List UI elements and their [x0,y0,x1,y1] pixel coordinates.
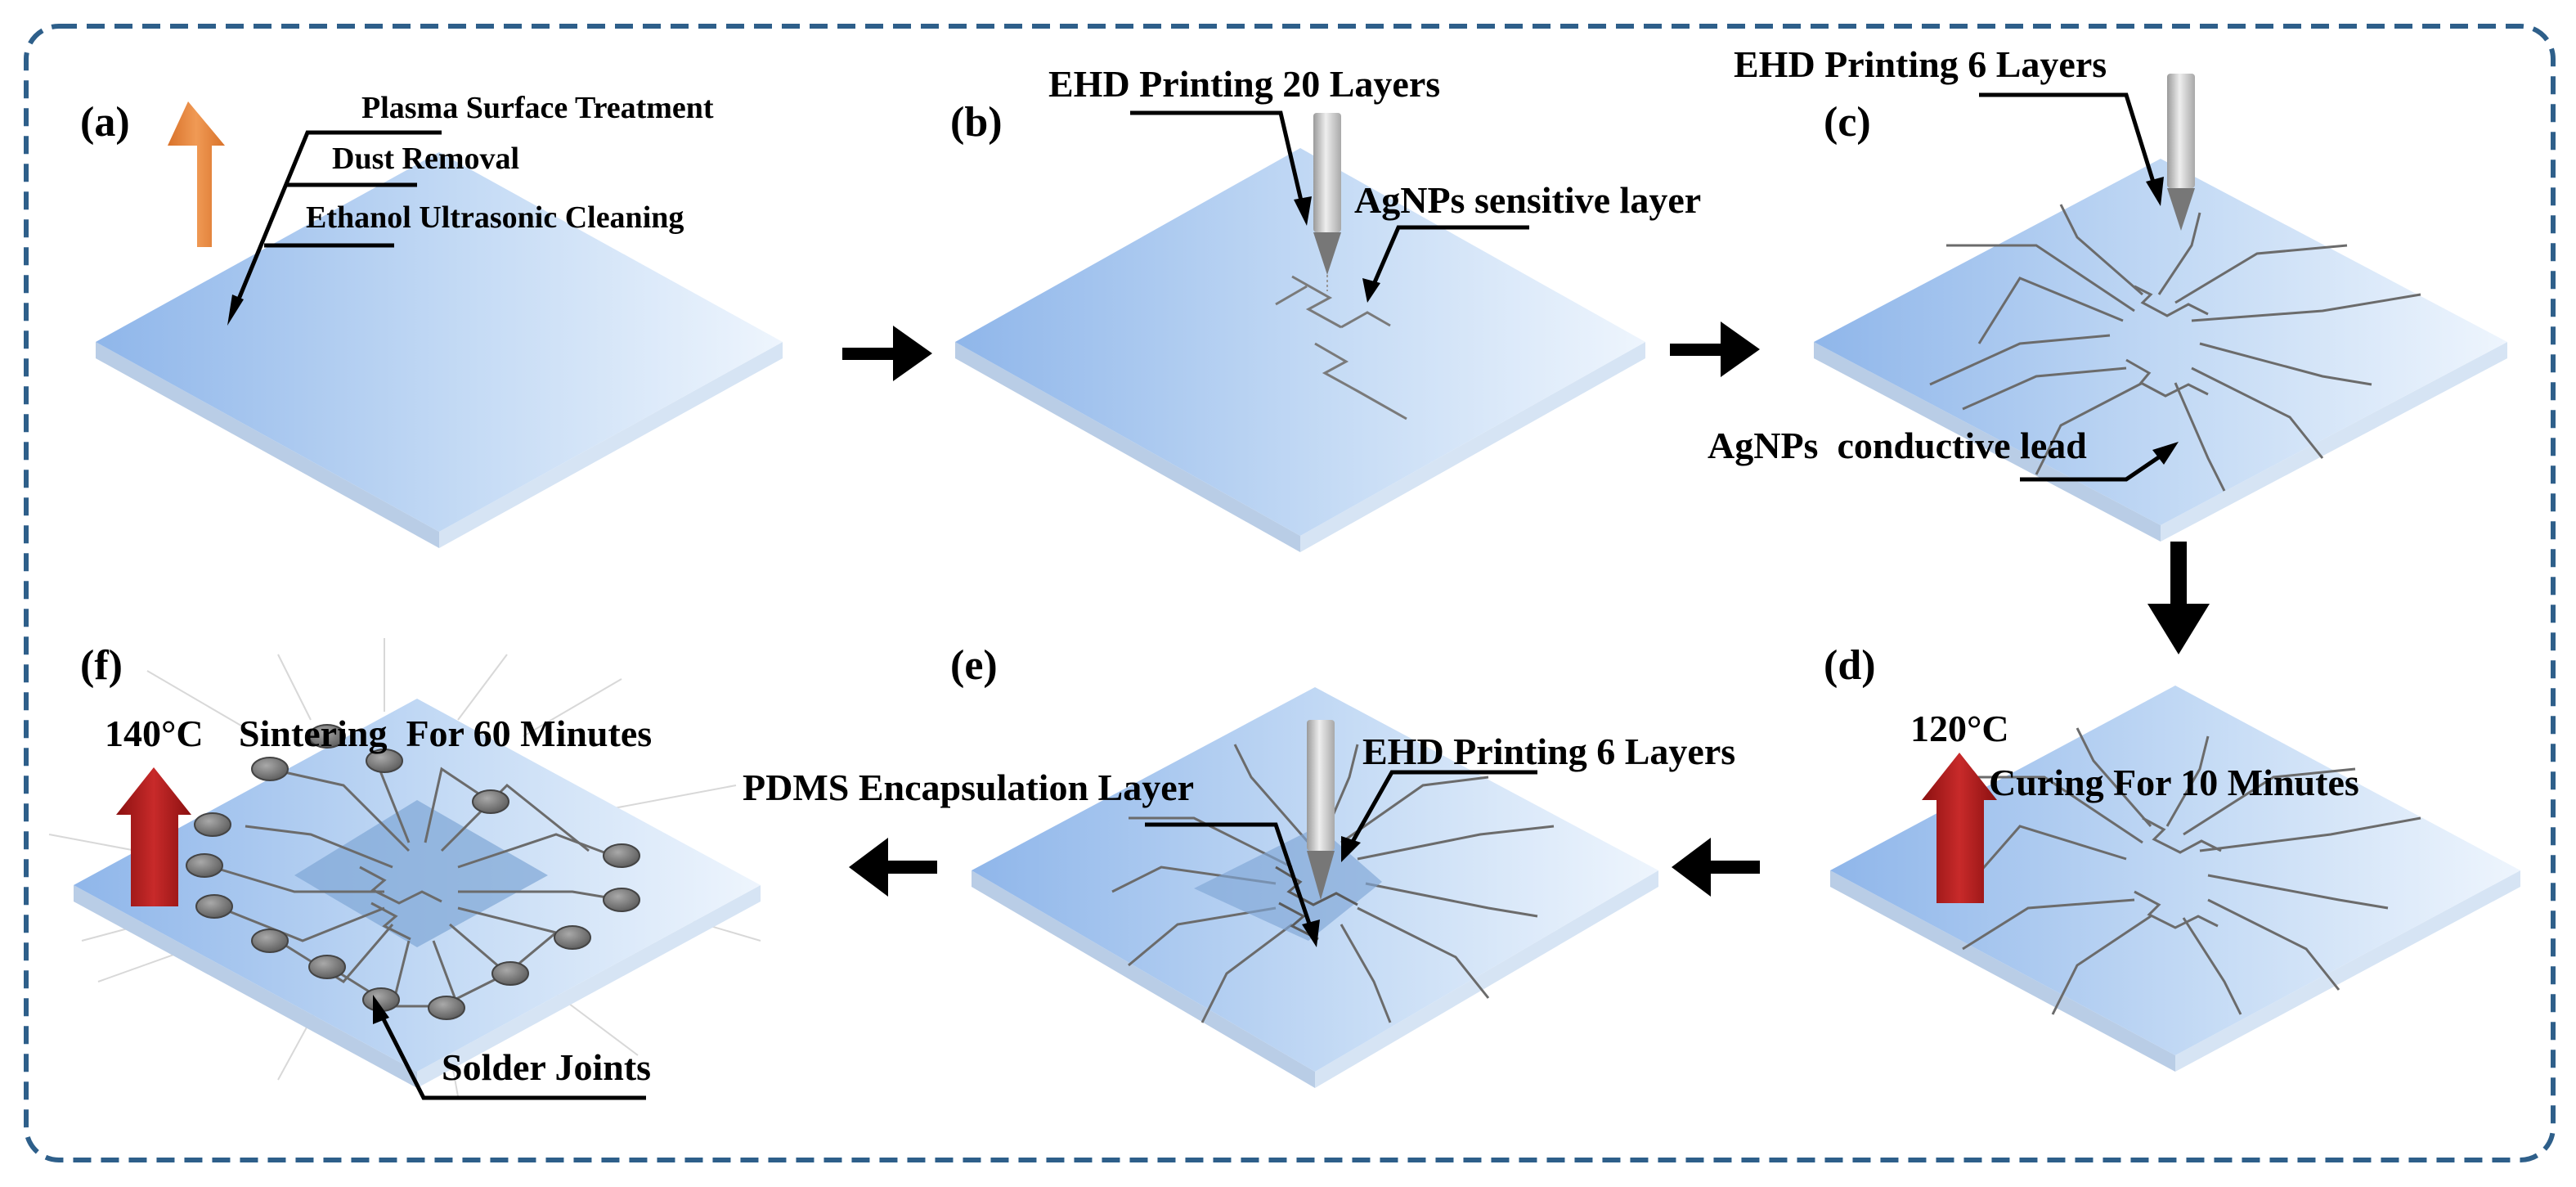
panel-c: (c) EHD Printing 6 Layers AgNPs conducti… [1708,43,2507,542]
sensitive-layer-label: AgNPs sensitive layer [1354,179,1701,221]
sintering-process-label: Sintering For 60 Minutes [239,713,652,754]
printing-label-b: EHD Printing 20 Layers [1048,63,1440,105]
encapsulation-label: PDMS Encapsulation Layer [743,767,1194,808]
solder-joints-label: Solder Joints [442,1046,651,1088]
panel-letter-a: (a) [80,99,130,146]
step-ethanol-ultrasonic-cleaning: Ethanol Ultrasonic Cleaning [306,200,684,235]
panel-a: (a) Plasma Surface Treatment Dust Remova… [80,91,783,548]
solder-joints [186,724,640,1020]
printing-label-c: EHD Printing 6 Layers [1734,43,2107,85]
panel-letter-e: (e) [950,642,998,689]
substrate-c [1814,159,2507,542]
pdms-encapsulation-layer-f [294,800,548,947]
outer-frame [24,24,2556,1162]
heat-up-arrow-d [1922,753,1997,903]
panel-d: (d) 120°C Curing For 10 Minutes [1824,642,2520,1072]
callout-lines-c [1979,92,2179,482]
substrate-b [955,148,1645,552]
step-dust-removal: Dust Removal [332,142,519,176]
ehd-nozzle-c [2167,74,2195,231]
callout-lines-f [373,995,646,1100]
conductive-leads-c [1929,204,2421,492]
process-arrow-a-b [842,326,932,381]
panel-letter-d: (d) [1824,642,1876,689]
curing-temperature: 120°C [1910,708,2009,749]
panel-letter-f: (f) [80,642,123,689]
ehd-nozzle-b [1313,113,1341,291]
ehd-nozzle-e [1307,720,1335,900]
panel-letter-b: (b) [950,99,1003,146]
heat-up-arrow [168,101,225,247]
panel-b: (b) EHD Printing 20 Layers AgNPs sensiti… [950,63,1701,552]
process-arrow-e-f [849,838,937,897]
panel-f: (f) 140°C Sintering For 60 Minutes Solde… [48,638,761,1100]
printing-label-e: EHD Printing 6 Layers [1362,731,1735,772]
curing-process-label: Curing For 10 Minutes [1989,762,2359,803]
heat-up-arrow-f [116,767,191,906]
process-arrow-b-c [1670,321,1760,377]
step-plasma-surface-treatment: Plasma Surface Treatment [361,91,714,125]
panel-e: (e) EHD Printing 6 Layers PDMS Encapsula… [743,642,1735,1088]
sensitive-layer-electrodes-b [1275,275,1407,420]
callout-lines-b [1130,110,1529,303]
cleaning-callout-lines [227,130,442,326]
pdms-encapsulation-layer [1194,826,1382,941]
process-arrow-d-e [1672,838,1760,897]
process-arrow-c-d [2147,542,2210,654]
callout-lines-e [1145,770,1537,947]
panel-letter-c: (c) [1824,99,1871,146]
sintering-temperature: 140°C [105,713,204,754]
conductive-lead-label: AgNPs conductive lead [1708,425,2087,466]
